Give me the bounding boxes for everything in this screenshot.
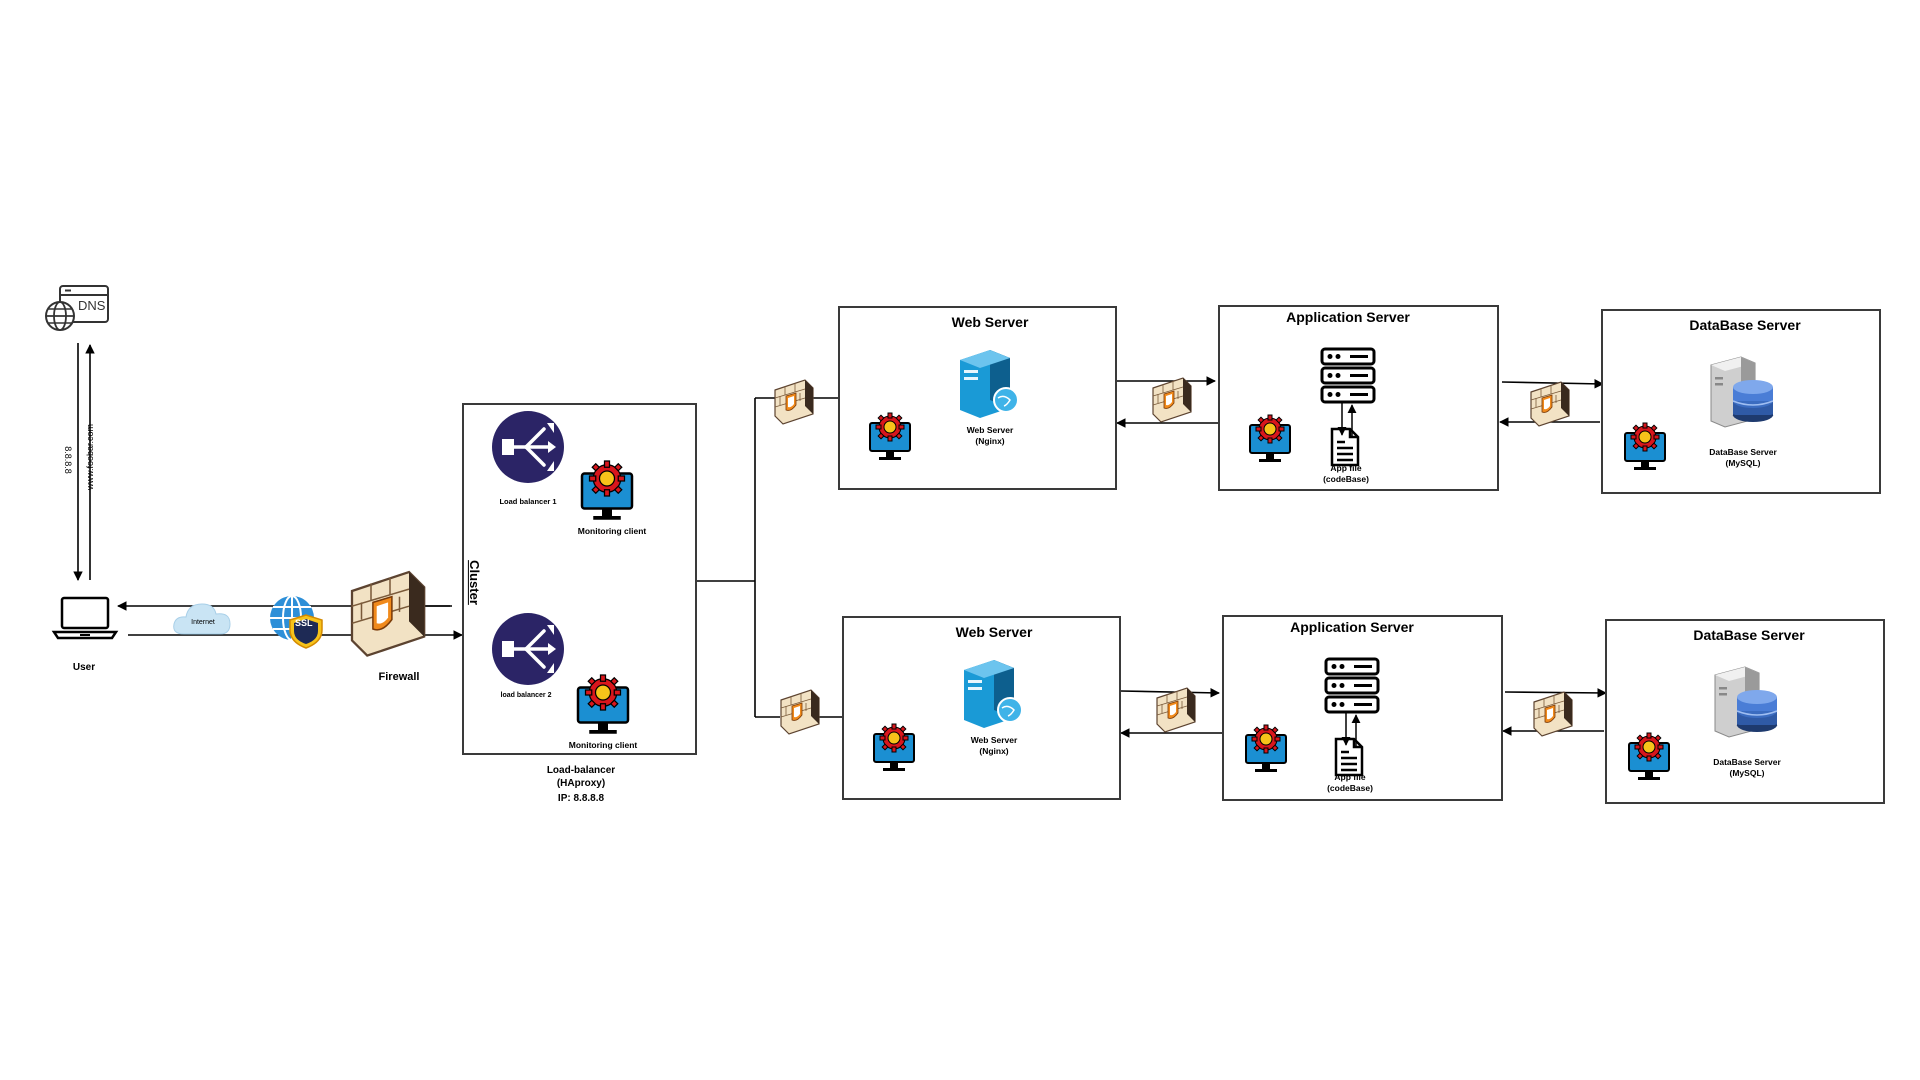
lb2-label: load balancer 2 [500, 692, 552, 699]
server-rack-icon [1324, 657, 1380, 714]
firewall-icon [1533, 691, 1573, 737]
app-server-title: Application Server [1290, 619, 1414, 635]
web-server-box: Web Server Web Server(Nginx) [838, 306, 1117, 490]
monitor-gear-icon [1249, 414, 1291, 463]
db-server-label: DataBase Server(MySQL) [1713, 757, 1781, 778]
dns-domain-label: www.foobar.com [85, 423, 95, 490]
db-server-box: DataBase Server DataBase Server(MySQL) [1605, 619, 1885, 804]
app-server-box: Application Server App file(codeBase) [1222, 615, 1503, 801]
monitor-gear-icon [1624, 422, 1666, 471]
firewall-icon [780, 689, 820, 735]
cloud-icon [173, 603, 231, 635]
user-label: User [72, 662, 96, 673]
dns-icon [45, 285, 109, 331]
firewall-icon [350, 570, 426, 657]
web-server-title: Web Server [951, 314, 1029, 330]
monitor1-label: Monitoring client [577, 526, 647, 536]
cluster-box: Cluster Load balancer 1 Monitoring clien… [462, 403, 697, 755]
load-balancer-icon [490, 409, 566, 485]
db-server-box: DataBase Server DataBase Server(MySQL) [1601, 309, 1881, 494]
ssl-globe-icon [270, 595, 323, 649]
web-server-label: Web Server(Nginx) [970, 735, 1018, 756]
internet-label: Internet [191, 619, 215, 626]
rack-doc-arrows [1341, 711, 1361, 747]
monitor-gear-icon [576, 673, 630, 735]
dns-label: DNS [78, 298, 106, 313]
rack-doc-arrows [1337, 401, 1357, 437]
monitor-gear-icon [1245, 724, 1287, 773]
monitor2-label: Monitoring client [568, 740, 638, 750]
web-server-box: Web Server Web Server(Nginx) [842, 616, 1121, 800]
db-server-title: DataBase Server [1689, 317, 1801, 333]
cluster-label: Cluster [466, 560, 482, 605]
web-server-icon [963, 659, 1023, 729]
database-icon [1714, 666, 1778, 738]
app-file-label: App file(codeBase) [1323, 463, 1369, 484]
web-server-label: Web Server(Nginx) [966, 425, 1014, 446]
load-balancer-icon [490, 611, 566, 687]
monitor-gear-icon [580, 459, 634, 521]
app-server-box: Application Server App file(codeBase) [1218, 305, 1499, 491]
lb1-label: Load balancer 1 [499, 497, 557, 506]
monitor-gear-icon [1628, 732, 1670, 781]
firewall-icon [774, 379, 814, 425]
firewall-icon [1152, 377, 1192, 423]
database-icon [1710, 356, 1774, 428]
laptop-icon[interactable] [51, 596, 119, 640]
firewall-label: Firewall [378, 671, 420, 683]
server-rack-icon [1320, 347, 1376, 404]
monitor-gear-icon [869, 412, 911, 461]
ssl-label: SSL [295, 618, 313, 628]
cluster-caption: Load-balancer (HAproxy) IP: 8.8.8.8 [546, 765, 616, 804]
web-server-title: Web Server [955, 624, 1033, 640]
web-server-icon [959, 349, 1019, 419]
app-file-label: App file(codeBase) [1327, 772, 1373, 793]
db-server-label: DataBase Server(MySQL) [1709, 447, 1777, 468]
dns-ip-label: 8.8.8.8 [63, 446, 73, 474]
db-server-title: DataBase Server [1693, 627, 1805, 643]
firewall-icon [1530, 381, 1570, 427]
app-server-title: Application Server [1286, 309, 1410, 325]
firewall-icon [1156, 687, 1196, 733]
monitor-gear-icon [873, 723, 915, 772]
